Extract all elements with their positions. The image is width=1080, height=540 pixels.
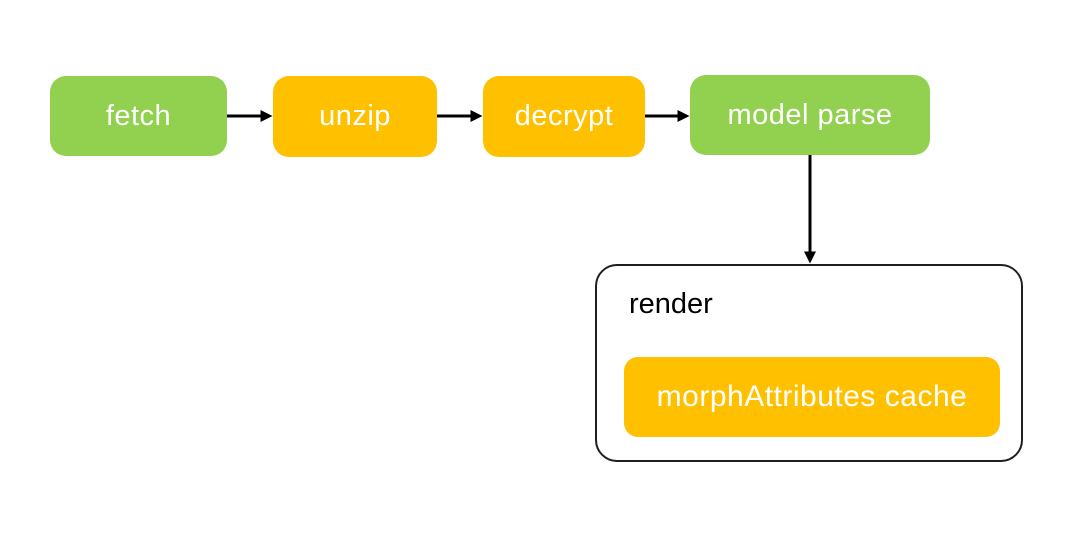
node-decrypt-label: decrypt (514, 100, 614, 132)
node-fetch: fetch (50, 76, 227, 156)
node-decrypt: decrypt (483, 76, 645, 157)
node-model-parse-label: model parse (727, 98, 893, 131)
node-render-label: render (629, 288, 713, 320)
node-morph-attributes-cache: morphAttributes cache (624, 357, 1000, 437)
node-unzip: unzip (273, 76, 437, 157)
node-model-parse: model parse (690, 75, 930, 155)
node-fetch-label: fetch (105, 99, 172, 132)
node-morph-attributes-cache-label: morphAttributes cache (656, 380, 968, 413)
node-render-container: render morphAttributes cache (595, 264, 1023, 462)
node-unzip-label: unzip (319, 100, 391, 132)
